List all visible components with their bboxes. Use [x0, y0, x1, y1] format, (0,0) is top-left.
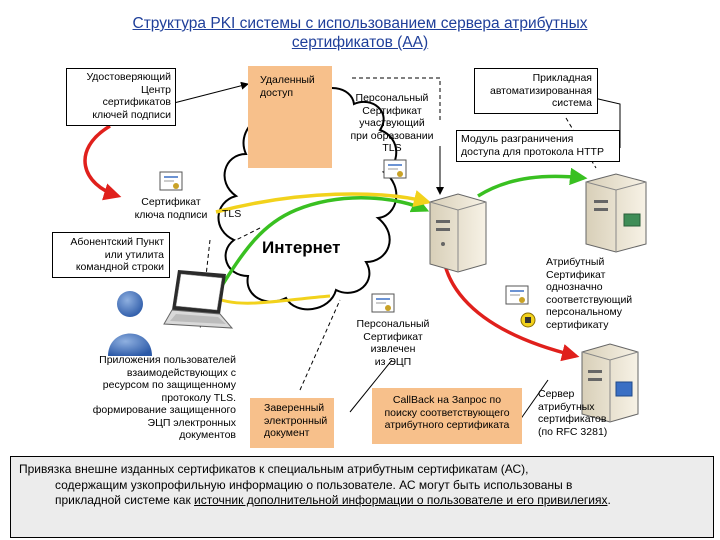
ca-line-4: ключей подписи — [92, 108, 171, 121]
tls-label: TLS — [222, 208, 242, 220]
attr-cert-line-6: сертификату — [546, 318, 609, 331]
ca-line-2: Центр — [140, 83, 171, 96]
personal-cert-tls-line-5: TLS — [382, 142, 402, 154]
attr-cert-line-4: соответствующий — [546, 293, 633, 306]
app-system-line-2: автоматизированная — [489, 84, 592, 97]
attr-server-line-4: (по RFC 3281) — [538, 425, 608, 438]
attr-server-label: Сервер атрибутных сертификатов (по RFC 3… — [538, 388, 648, 438]
callback-line-2: поиску соответствующего — [384, 406, 510, 419]
key-icon — [520, 312, 536, 328]
access-module-box: Модуль разграничения доступа для протоко… — [456, 130, 620, 162]
remote-access-box: Удаленный доступ — [248, 66, 332, 168]
title-line-1: Структура PKI системы с использованием с… — [132, 15, 588, 32]
signed-doc-line-2: электронный — [264, 414, 328, 427]
attr-cert-line-5: персональному — [546, 306, 623, 318]
personal-cert-tls-line-1: Персональный — [355, 92, 429, 104]
personal-cert-eds-line-1: Персональный — [356, 318, 430, 330]
subscriber-line-2: или утилита — [104, 248, 164, 261]
caption-box: Привязка внешне изданных сертификатов к … — [10, 456, 714, 538]
signed-document-box: Заверенный электронный документ — [250, 398, 334, 448]
subscriber-box: Абонентский Пункт или утилита командной … — [52, 232, 170, 278]
caption-line-3-pre: прикладной системе как — [55, 493, 195, 507]
subscriber-line-1: Абонентский Пункт — [70, 236, 164, 248]
apps-line-1: Приложения пользователей — [99, 354, 236, 366]
signing-cert-label: Сертификат ключа подписи — [126, 196, 216, 221]
attr-server-line-1: Сервер — [538, 388, 575, 400]
ca-line-1: Удостоверяющий — [86, 71, 171, 83]
personal-cert-tls-line-3: участвующий — [359, 117, 425, 129]
personal-cert-tls-line-4: при образовании — [350, 129, 434, 142]
attr-cert-line-3: однозначно — [546, 281, 603, 293]
server-icon — [585, 173, 647, 253]
caption-link: источник дополнительной информации о пол… — [194, 493, 608, 507]
attr-cert-line-1: Атрибутный — [546, 256, 605, 268]
caption-line-3-post: . — [607, 493, 611, 507]
personal-cert-eds-line-2: Сертификат — [363, 330, 423, 343]
attr-cert-label: Атрибутный Сертификат однозначно соответ… — [546, 256, 666, 331]
access-module-line-2: доступа для протокола HTTP — [461, 145, 604, 158]
apps-line-2: взаимодействующих с — [126, 366, 236, 379]
callback-line-3: атрибутного сертификата — [384, 419, 510, 431]
callback-box: CallBack на Запрос по поиску соответству… — [372, 388, 522, 444]
certificate-icon — [383, 159, 407, 179]
title-line-2: сертификатов (АА) — [291, 34, 429, 51]
certificate-icon — [371, 293, 395, 313]
diagram-title: Структура PKI системы с использованием с… — [40, 14, 680, 52]
certificate-icon — [505, 285, 529, 305]
server-icon — [429, 193, 487, 273]
remote-access-line-1: Удаленный — [260, 74, 315, 86]
app-system-box: Прикладная автоматизированная система — [474, 68, 598, 114]
personal-cert-eds-label: Персональный Сертификат извлечен из ЭЦП — [346, 318, 440, 368]
signing-cert-line-2: ключа подписи — [134, 208, 208, 221]
apps-line-6: ЭЦП электронных — [147, 416, 236, 429]
apps-line-4: протоколу TLS. — [161, 391, 236, 404]
certificate-icon — [159, 171, 183, 191]
signed-doc-line-1: Заверенный — [264, 402, 325, 414]
laptop-icon — [163, 270, 234, 329]
caption-line-3: прикладной системе как источник дополнит… — [19, 493, 705, 509]
personal-cert-eds-line-3: извлечен — [370, 343, 416, 355]
user-icon — [108, 291, 152, 356]
app-system-line-1: Прикладная — [532, 72, 592, 84]
subscriber-line-3: командной строки — [75, 261, 164, 273]
apps-line-7: документов — [179, 429, 236, 441]
attr-cert-line-2: Сертификат — [546, 268, 606, 281]
apps-line-3: ресурсом по защищенному — [102, 379, 236, 391]
app-system-line-3: система — [552, 97, 592, 109]
personal-cert-eds-line-4: из ЭЦП — [374, 355, 412, 368]
apps-line-5: формирование защищенного — [92, 404, 236, 416]
signing-cert-line-1: Сертификат — [141, 196, 201, 208]
callback-line-1: CallBack на Запрос по — [392, 394, 502, 406]
caption-line-2: содержащим узкопрофильную информацию о п… — [55, 477, 573, 492]
signed-doc-line-3: документ — [264, 427, 310, 439]
personal-cert-tls-label: Персональный Сертификат участвующий при … — [342, 92, 442, 155]
apps-label: Приложения пользователей взаимодействующ… — [72, 354, 236, 442]
remote-access-line-2: доступ — [260, 86, 294, 99]
access-module-line-1: Модуль разграничения — [461, 133, 574, 145]
internet-label: Интернет — [262, 238, 341, 257]
personal-cert-tls-line-2: Сертификат — [362, 104, 422, 117]
ca-line-3: сертификатов — [102, 96, 171, 108]
attr-server-line-2: атрибутных — [538, 400, 595, 413]
ca-box: Удостоверяющий Центр сертификатов ключей… — [66, 68, 176, 126]
attr-server-line-3: сертификатов — [538, 413, 607, 425]
caption-line-1: Привязка внешне изданных сертификатов к … — [19, 462, 529, 476]
server-icon — [581, 343, 639, 423]
